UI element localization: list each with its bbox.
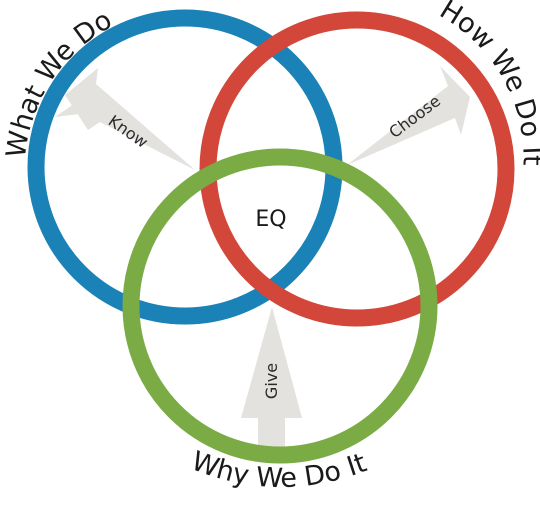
choose-arrow: [347, 66, 470, 165]
give-label: Give: [262, 363, 281, 399]
give-arrow: [241, 307, 302, 456]
center-label: EQ: [255, 207, 286, 232]
know-arrow-body: [65, 68, 195, 170]
what-we-do-circle: [27, 9, 343, 325]
what-we-do-title: What We Do: [1, 4, 117, 159]
why-we-do-it-circle: [122, 148, 438, 464]
